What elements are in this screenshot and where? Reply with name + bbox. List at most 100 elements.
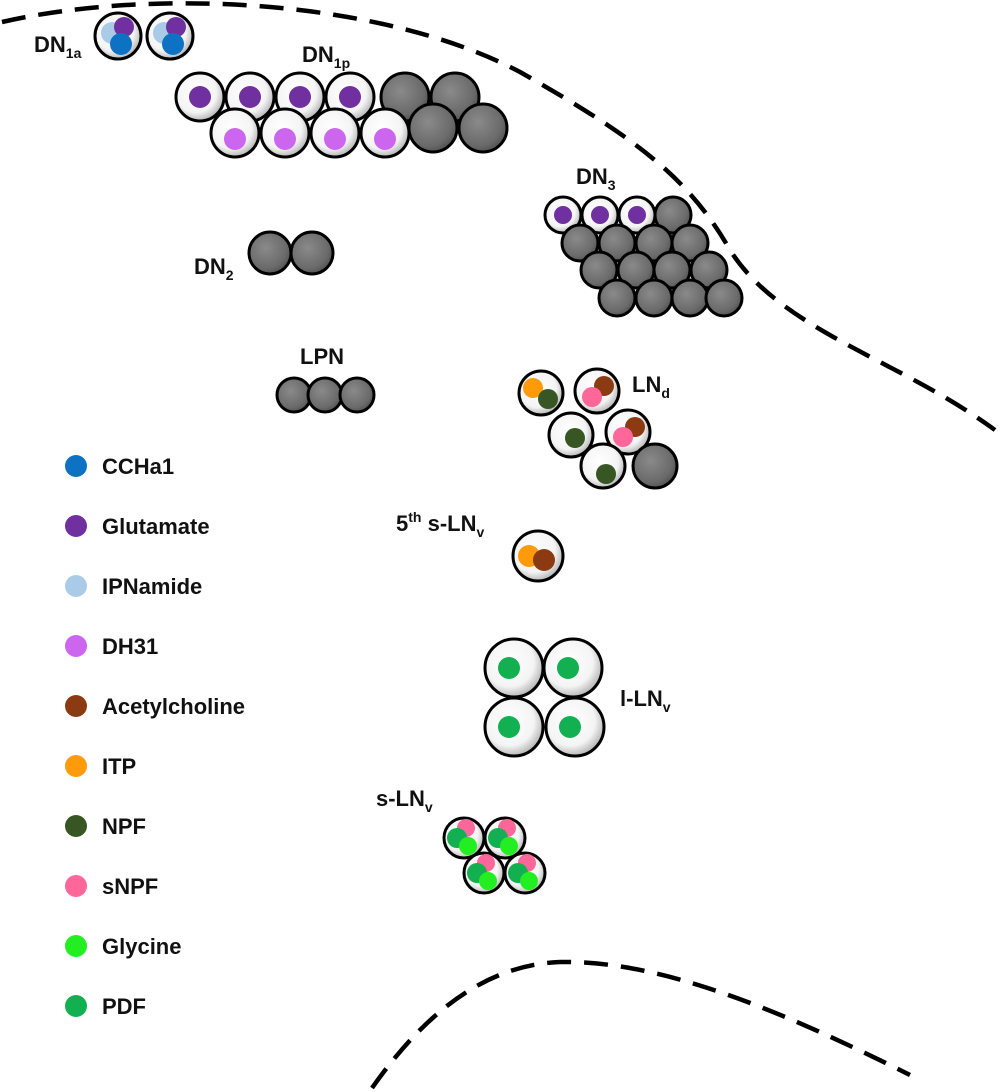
dh31-dot (274, 128, 296, 150)
legend-item-npf: NPF (65, 814, 146, 839)
snpf-dot (613, 427, 633, 447)
glutamate-dot (114, 17, 134, 37)
npf-swatch (65, 815, 87, 837)
glutamate-swatch (65, 515, 87, 537)
gray-cell-body (457, 102, 509, 154)
lnd-cell (579, 442, 627, 490)
legend-label-ipnamide: IPNamide (102, 574, 202, 599)
legend-item-pdf: PDF (65, 994, 146, 1019)
glycine-dot (500, 837, 518, 855)
acetylcholine-dot (533, 549, 555, 571)
pdf-dot (498, 716, 520, 738)
itp-swatch (65, 755, 87, 777)
legend-label-glycine: Glycine (102, 934, 181, 959)
legend-item-glutamate: Glutamate (65, 514, 210, 539)
dn3-cell (543, 195, 583, 235)
lnd-cell (631, 442, 679, 490)
dh31-swatch (65, 635, 87, 657)
dn1p-cell (174, 71, 226, 123)
fifth-slnv-cell (511, 529, 565, 583)
label-dn2: DN2 (194, 254, 234, 283)
gray-cell-body (247, 230, 293, 276)
snpf-swatch (65, 875, 87, 897)
gray-cell-body (653, 195, 693, 235)
glycine-dot (479, 872, 497, 890)
ccha1-swatch (65, 455, 87, 477)
legend-item-acetylcholine: Acetylcholine (65, 694, 245, 719)
brain-boundary-upper (1, 1, 997, 432)
gray-cell-body (597, 278, 637, 318)
gray-cell-body (338, 376, 376, 414)
dn3-cell (617, 195, 657, 235)
glutamate-dot (628, 206, 646, 224)
label-fifth-slnv: 5th s-LNv (396, 509, 484, 540)
legend-item-ipnamide: IPNamide (65, 574, 202, 599)
legend-label-pdf: PDF (102, 994, 146, 1019)
ipnamide-swatch (65, 575, 87, 597)
gray-cell-body (275, 376, 313, 414)
gray-cell-body (634, 278, 674, 318)
gray-cell-body (289, 230, 335, 276)
glutamate-dot (239, 86, 261, 108)
dn1p-cell (209, 107, 261, 159)
dn3-cell (597, 278, 637, 318)
label-lpn: LPN (300, 344, 344, 369)
legend: CCHa1 Glutamate IPNamide DH31 Acetylchol… (65, 454, 245, 1019)
lpn-cell (338, 376, 376, 414)
dn1p-cell (407, 102, 459, 154)
gray-cell-body (306, 376, 344, 414)
gray-cell-body (407, 102, 459, 154)
dn3-cell (653, 195, 693, 235)
dn2-cell (247, 230, 293, 276)
pdf-dot (498, 657, 520, 679)
dn1a-cell (93, 11, 143, 61)
lpn-cell (275, 376, 313, 414)
legend-label-npf: NPF (102, 814, 146, 839)
label-slnv: s-LNv (376, 786, 433, 815)
dn1p-cell (359, 107, 411, 159)
dh31-dot (324, 128, 346, 150)
legend-label-ccha1: CCHa1 (102, 454, 174, 479)
snpf-dot (582, 387, 602, 407)
lnd-cell (573, 367, 621, 415)
llnv-cell (483, 637, 545, 699)
glutamate-dot (189, 86, 211, 108)
glutamate-dot (166, 17, 186, 37)
legend-item-snpf: sNPF (65, 874, 158, 899)
legend-label-itp: ITP (102, 754, 136, 779)
dn1p-cell (457, 102, 509, 154)
cells-layer (93, 11, 744, 895)
legend-item-glycine: Glycine (65, 934, 181, 959)
dn1p-cell (309, 107, 361, 159)
ccha1-dot (162, 33, 184, 55)
glutamate-dot (554, 206, 572, 224)
label-lnd: LNd (632, 372, 670, 401)
label-dn3: DN3 (576, 164, 616, 193)
legend-item-dh31: DH31 (65, 634, 158, 659)
legend-item-ccha1: CCHa1 (65, 454, 174, 479)
acetylcholine-swatch (65, 695, 87, 717)
dh31-dot (374, 128, 396, 150)
legend-label-glutamate: Glutamate (102, 514, 210, 539)
legend-label-snpf: sNPF (102, 874, 158, 899)
legend-label-dh31: DH31 (102, 634, 158, 659)
legend-item-itp: ITP (65, 754, 136, 779)
pdf-dot (557, 657, 579, 679)
slnv-cell (462, 851, 506, 895)
dn3-cell (670, 278, 710, 318)
glycine-swatch (65, 935, 87, 957)
lpn-cell (306, 376, 344, 414)
ccha1-dot (110, 33, 132, 55)
gray-cell-body (670, 278, 710, 318)
glutamate-dot (339, 86, 361, 108)
lnd-cell (547, 411, 595, 459)
dh31-dot (224, 128, 246, 150)
slnv-cell (483, 816, 527, 860)
slnv-cell (503, 851, 547, 895)
dn2-cell (289, 230, 335, 276)
slnv-cell (442, 816, 486, 860)
gray-cell-body (670, 223, 710, 263)
dn3-cell (634, 278, 674, 318)
gray-cell-body (704, 278, 744, 318)
npf-dot (565, 428, 585, 448)
